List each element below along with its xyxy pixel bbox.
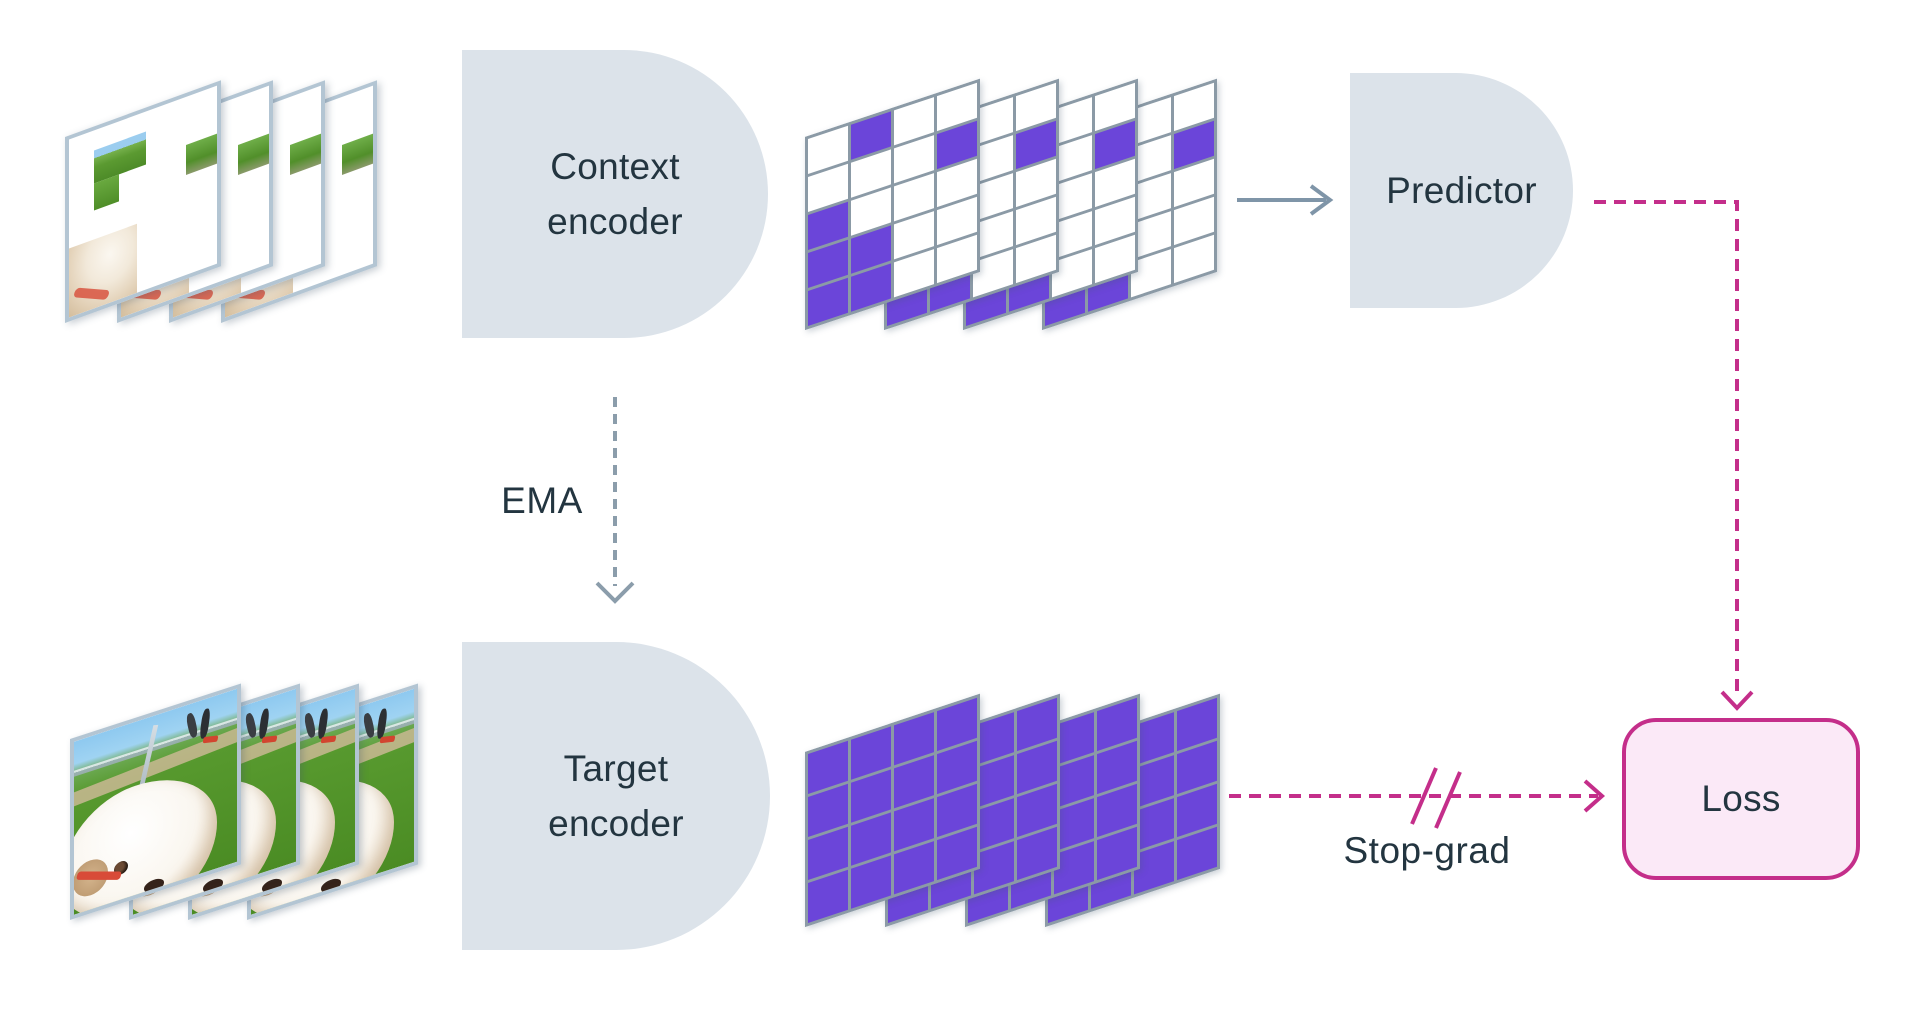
visible-patch-scene (94, 131, 146, 184)
predictor-label: Predictor (1386, 169, 1537, 211)
ema-label: EMA (501, 480, 583, 521)
photo-person-leg (376, 708, 389, 741)
stop-grad-slash (1434, 771, 1462, 829)
loss-box: Loss (1622, 718, 1860, 880)
visible-patch-grass-right (237, 133, 269, 176)
photo-pole (138, 724, 158, 789)
predictor-to-loss-arrow (1594, 200, 1739, 696)
photo-person-leg (199, 708, 212, 741)
loss-label: Loss (1701, 778, 1781, 819)
visible-patch-grass-right (289, 133, 321, 176)
photo-person-leg (258, 708, 271, 741)
context-encoder-label: Context encoder (547, 145, 683, 243)
photo-dog-leash (75, 871, 122, 881)
tokens-to-predictor-arrowhead (1309, 184, 1334, 216)
visible-patch-grass-right (185, 133, 217, 176)
target-encoder-block: Target encoder (462, 642, 770, 950)
predictor-block: Predictor (1350, 73, 1573, 308)
stop-grad-label: Stop-grad (1343, 830, 1511, 871)
target-encoder-label: Target encoder (548, 747, 684, 845)
predictor-to-loss-arrowhead (1720, 690, 1754, 711)
stop-grad-slash (1410, 767, 1438, 825)
photo-person-leg (317, 708, 330, 741)
photo-dog-nose (320, 876, 342, 895)
ema-arrowhead (595, 581, 635, 604)
visible-patch-grass-right (341, 133, 373, 176)
context-encoder-block: Context encoder (462, 50, 768, 338)
target-to-loss-arrowhead (1583, 779, 1606, 813)
